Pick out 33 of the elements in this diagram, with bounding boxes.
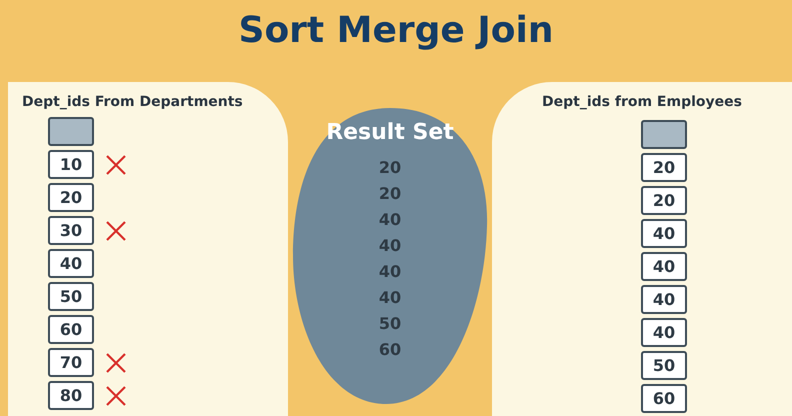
result-set-blob xyxy=(291,106,489,406)
result-value: 20 xyxy=(378,158,402,177)
header-cell xyxy=(641,120,687,149)
value-cell: 60 xyxy=(641,384,687,413)
result-value: 40 xyxy=(378,210,402,229)
result-heading: Result Set xyxy=(326,120,454,145)
value-cell: 40 xyxy=(48,249,94,278)
result-value: 40 xyxy=(378,236,402,255)
result-value: 40 xyxy=(378,288,402,307)
value-cell: 30 xyxy=(48,216,94,245)
value-cell: 40 xyxy=(641,318,687,347)
value-cell: 40 xyxy=(641,219,687,248)
column-panel xyxy=(492,82,792,416)
column-heading: Dept_ids from Employees xyxy=(542,94,742,110)
value-cell: 40 xyxy=(641,252,687,281)
value-cell: 20 xyxy=(641,186,687,215)
title-heading: Sort Merge Join xyxy=(238,10,554,51)
header-cell xyxy=(48,117,94,146)
result-value: 50 xyxy=(378,314,402,333)
value-cell: 20 xyxy=(641,153,687,182)
value-cell: 50 xyxy=(641,351,687,380)
value-cell: 60 xyxy=(48,315,94,344)
value-cell: 50 xyxy=(48,282,94,311)
value-cell: 10 xyxy=(48,150,94,179)
result-value: 60 xyxy=(378,340,402,359)
column-heading: Dept_ids From Departments xyxy=(22,94,243,110)
value-cell: 70 xyxy=(48,348,94,377)
result-value: 20 xyxy=(378,184,402,203)
value-cell: 40 xyxy=(641,285,687,314)
column-panel xyxy=(8,82,288,416)
value-cell: 80 xyxy=(48,381,94,410)
result-value: 40 xyxy=(378,262,402,281)
value-cell: 20 xyxy=(48,183,94,212)
